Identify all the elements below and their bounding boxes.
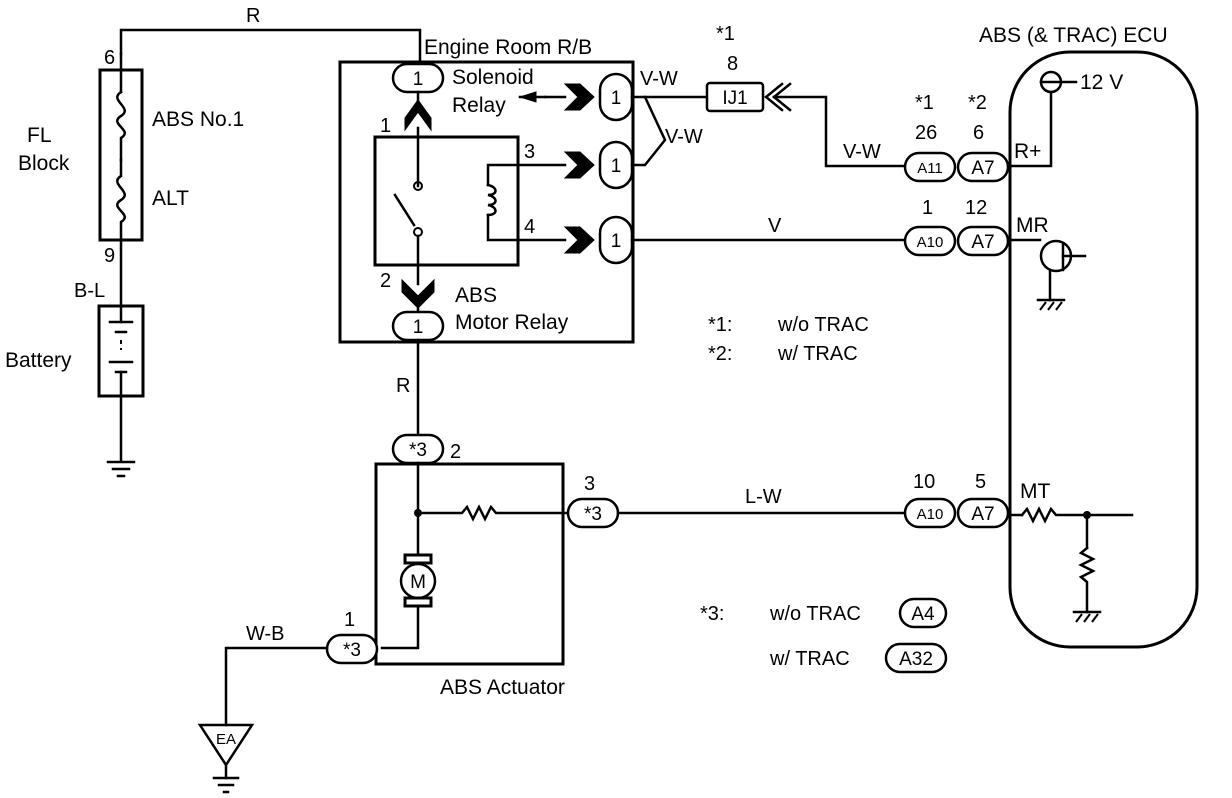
conn-a32: A32 xyxy=(899,649,933,670)
wire-vw-splice xyxy=(630,95,667,167)
ecu-r-plus: R+ xyxy=(1014,140,1041,163)
arrow-down-icon xyxy=(401,278,435,309)
wire-vw-label-1: V-W xyxy=(640,68,678,90)
pin-a7-6: 6 xyxy=(973,122,984,144)
resistor-icon xyxy=(1020,506,1134,524)
abs-motor-relay-box xyxy=(373,135,520,267)
conn-a7-r: A7 xyxy=(971,158,994,179)
coil-icon xyxy=(486,183,497,217)
pin-a10-1: 1 xyxy=(922,197,933,219)
motor-relay-label-2: Motor Relay xyxy=(455,311,569,334)
note-star1: *1 xyxy=(915,92,934,114)
resistor-icon xyxy=(1078,546,1096,614)
conn-a10-mt: A10 xyxy=(917,506,944,523)
relay-pin-1: 1 xyxy=(380,115,391,137)
act-conn-3: *3 xyxy=(584,504,602,525)
act-pin-2: 2 xyxy=(450,441,461,463)
conn-a7-mt: A7 xyxy=(971,504,994,525)
wire-r-top xyxy=(119,28,422,64)
wire-vw-label-2: V-W xyxy=(665,126,703,148)
ij1-star: *1 xyxy=(716,23,735,45)
pin-a10-10: 10 xyxy=(913,471,935,493)
arrow-right-icon xyxy=(563,226,595,254)
ground-ea-icon: EA xyxy=(197,723,255,794)
arrow-right-icon xyxy=(563,83,595,111)
actuator-label: ABS Actuator xyxy=(440,676,565,699)
act-conn-1: *3 xyxy=(343,640,361,661)
wire-r-mid-label: R xyxy=(396,375,410,397)
fl-pin-9: 9 xyxy=(104,245,115,267)
ground-icon xyxy=(1072,610,1102,623)
note3-w: w/ TRAC xyxy=(769,648,850,670)
conn-a10-mr: A10 xyxy=(917,234,944,251)
ecu-mr: MR xyxy=(1016,214,1049,237)
arrow-right-icon xyxy=(563,151,595,179)
conn-ij1: IJ1 xyxy=(722,88,747,109)
relay-pin-4: 4 xyxy=(524,216,535,238)
engine-room-title: Engine Room R/B xyxy=(424,36,592,59)
solenoid-label-1: Solenoid xyxy=(452,66,534,89)
ecu-title: ABS (& TRAC) ECU xyxy=(979,24,1168,47)
wire-r-top-label: R xyxy=(246,5,260,27)
fuse-alt-label: ALT xyxy=(152,187,189,210)
abs-actuator: *3 2 M *3 3 *3 1 ABS Actuator xyxy=(325,433,620,699)
solenoid-label-2: Relay xyxy=(452,94,506,117)
pin-a7-12: 12 xyxy=(965,197,987,219)
motor-relay-label-1: ABS xyxy=(455,284,497,307)
conn-a4: A4 xyxy=(911,604,935,625)
note1-value: w/o TRAC xyxy=(777,314,869,336)
pin-a7-5: 5 xyxy=(975,471,986,493)
battery: Battery xyxy=(5,304,145,478)
wire-bl-label: B-L xyxy=(74,280,105,302)
wire-vw-label-3: V-W xyxy=(843,141,881,163)
wire-wb-label: W-B xyxy=(246,623,285,645)
note2-key: *2: xyxy=(708,343,732,365)
note1-key: *1: xyxy=(708,314,732,336)
engine-room-rb: Engine Room R/B 1 1 2 1 ABS Motor Relay … xyxy=(338,36,635,344)
wire-vw-ecu xyxy=(772,95,907,168)
act-pin-3: 3 xyxy=(584,473,595,495)
rb-conn-bottom: 1 xyxy=(413,317,424,338)
fl-pin-6: 6 xyxy=(104,47,115,69)
note-star2: *2 xyxy=(968,92,987,114)
ij1-pin: 8 xyxy=(727,53,738,75)
fl-block-title-1: FL xyxy=(27,124,52,147)
ground-icon xyxy=(106,460,136,478)
pin-a11-26: 26 xyxy=(915,122,937,144)
act-conn-2: *3 xyxy=(409,440,427,461)
resistor-icon xyxy=(416,504,570,522)
rb-conn-solenoid: 1 xyxy=(611,88,622,109)
wire-v-label: V xyxy=(768,215,782,237)
note3-wo: w/o TRAC xyxy=(769,603,861,625)
note3-key: *3: xyxy=(700,603,724,625)
fuse-abs-no1-icon xyxy=(116,70,126,162)
conn-a11: A11 xyxy=(917,160,943,177)
fuse-abs-no1-label: ABS No.1 xyxy=(152,108,244,131)
ecu-mt: MT xyxy=(1020,480,1050,503)
ground-ea-label: EA xyxy=(216,731,236,748)
wire-lw-label: L-W xyxy=(745,486,782,508)
battery-label: Battery xyxy=(5,349,72,372)
conn-a7-mr: A7 xyxy=(971,232,994,253)
fl-block-title-2: Block xyxy=(18,152,70,175)
ground-icon xyxy=(1036,298,1066,311)
fuse-alt-icon xyxy=(116,158,126,240)
relay-pin-3: 3 xyxy=(524,141,535,163)
rb-conn-top: 1 xyxy=(413,69,424,90)
rb-conn-4: 1 xyxy=(611,231,622,252)
relay-pin-2: 2 xyxy=(380,270,391,292)
wire-wb xyxy=(224,646,329,727)
note2-value: w/ TRAC xyxy=(777,343,858,365)
motor-label: M xyxy=(410,572,426,593)
act-pin-1: 1 xyxy=(344,609,355,631)
rb-conn-3: 1 xyxy=(611,156,622,177)
ecu-12v: 12 V xyxy=(1080,71,1123,94)
fl-block: 6 9 ABS No.1 ALT FL Block B-L xyxy=(18,47,244,307)
abs-trac-ecu: ABS (& TRAC) ECU 12 V R+ MR MT xyxy=(979,24,1199,649)
